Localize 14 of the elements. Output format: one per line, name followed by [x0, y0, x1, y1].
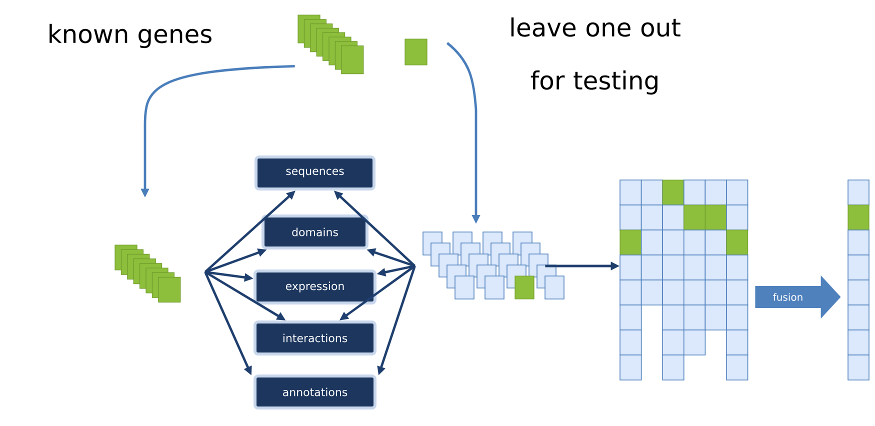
edge-label: fusion	[773, 293, 802, 301]
feature-box: sequences	[254, 156, 376, 190]
gene-stack-drawing	[114, 244, 181, 302]
fused-column-drawing	[848, 180, 870, 380]
feature-box: domains	[262, 214, 368, 250]
score-matrix-drawing	[620, 180, 748, 380]
feature-cube-drawing	[422, 232, 564, 300]
caption-text: leave one out for testing	[511, 17, 680, 95]
feature-box: expression	[254, 270, 376, 304]
gene-stack-drawing	[298, 14, 364, 74]
gene-square	[404, 38, 428, 66]
caption-text: known genes	[50, 24, 212, 48]
feature-box: annotations	[254, 374, 376, 410]
feature-box: interactions	[254, 320, 376, 356]
